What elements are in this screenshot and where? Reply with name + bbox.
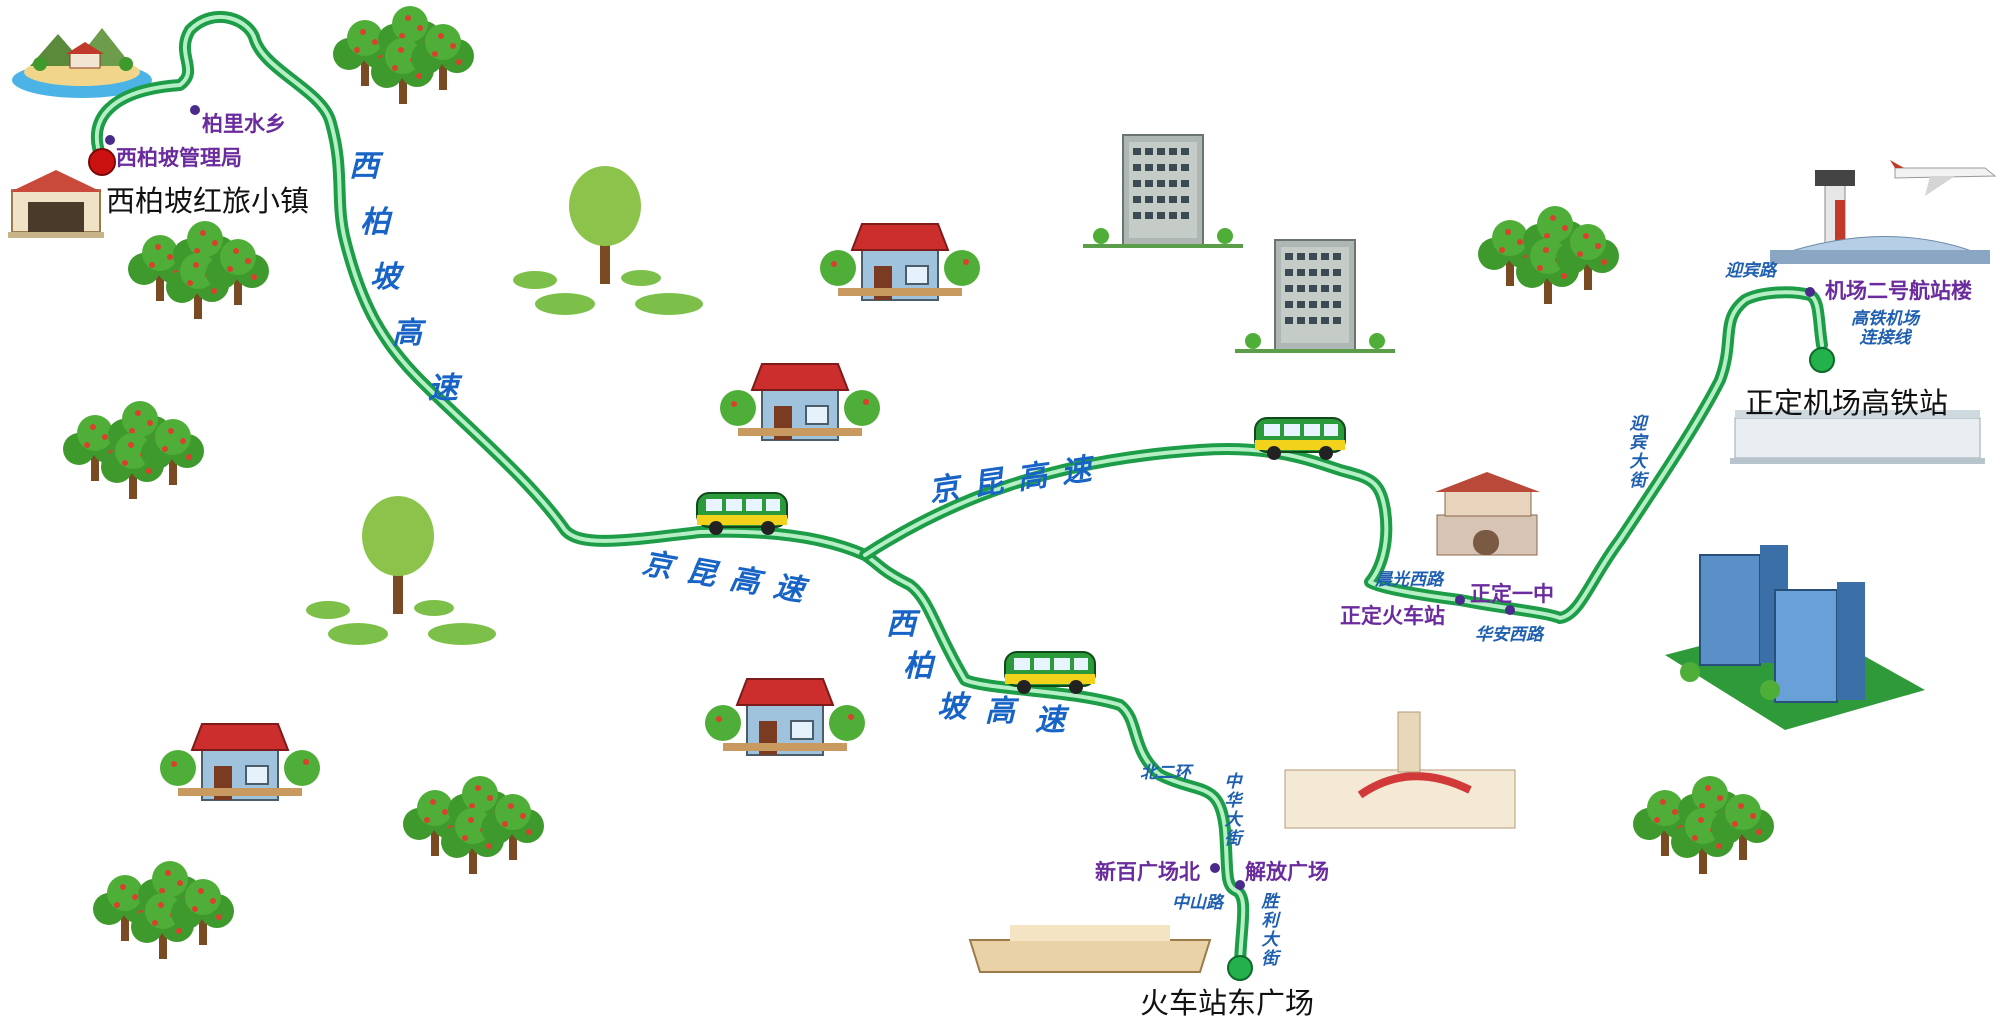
stop-t2: 机场二号航站楼 [1825,279,1972,303]
terminal-marker-railway [1227,955,1253,981]
station-icon [1730,410,1985,464]
terminal-marker-airport [1809,347,1835,373]
building-icon [1082,134,1396,354]
road-huaan: 华安西路 [1475,625,1543,645]
stop-xinbai-north: 新百广场北 [1095,860,1200,884]
stop-zhengding-no1: 正定一中 [1470,582,1554,606]
highway-char: 西 [349,149,381,184]
highway-char: 坡 [370,260,402,296]
road-char: 宾 [1629,433,1647,454]
museum-icon [8,170,104,238]
terminal-railway: 火车站东广场 [1140,986,1315,1020]
road-char: 街 [1261,949,1279,970]
road-char: 中 [1224,772,1242,792]
highway-char: 柏 [903,648,935,684]
tower-icon [1435,472,1540,556]
road-char: 迎 [1629,414,1647,434]
road-yingbin-ave: 迎 宾 大 街 [1625,414,1651,492]
road-char: 利 [1261,911,1279,932]
highway-char: 柏 [360,204,392,240]
road-char: 大 [1629,452,1647,473]
road-gaotie-link-line1: 高铁机场 [1851,309,1919,329]
road-char: 街 [1629,471,1647,492]
road-char: 街 [1224,829,1242,850]
terminal-airport: 正定机场高铁站 [1745,386,1949,420]
station-icon [1284,711,1516,829]
road-beierhuan: 北二环 [1140,763,1191,783]
road-zhongshan: 中山路 [1172,893,1223,913]
highway-char: 西 [886,607,918,642]
airport-icon [1769,170,1991,264]
station-icon [968,925,1212,973]
stop-bailishui: 柏里水乡 [202,112,286,136]
road-char: 大 [1261,930,1279,951]
road-shengli: 胜 利 大 街 [1257,892,1283,970]
island-icon [12,28,152,98]
stop-jiefang: 解放广场 [1245,860,1329,884]
road-gaotie-link: 高铁机场 连接线 [1835,309,1935,349]
stop-marker [105,105,1815,890]
building-icon [1665,545,1925,730]
terminal-marker-xibaipo [88,148,116,176]
road-chenguang: 晨光西路 [1375,570,1443,590]
highway-xibaipo-upper: 西 柏 坡 高 速 [349,149,460,407]
road-char: 胜 [1261,892,1279,912]
road-char: 华 [1224,791,1242,812]
stop-zhengding-station: 正定火车站 [1340,604,1445,628]
bus-route [90,10,1828,974]
terminal-xibaipo: 西柏坡红旅小镇 [106,184,310,218]
tree-icon [63,6,1774,959]
road-yingbin: 迎宾路 [1725,261,1776,281]
stop-guanliju: 西柏坡管理局 [116,146,242,170]
road-gaotie-link-line2: 连接线 [1859,328,1911,349]
highway-xibaipo-lower: 西 柏 坡 高 速 [886,607,1067,739]
road-char: 大 [1224,810,1242,831]
road-zhonghua: 中 华 大 街 [1220,772,1246,850]
airplane-icon [1890,160,1997,196]
